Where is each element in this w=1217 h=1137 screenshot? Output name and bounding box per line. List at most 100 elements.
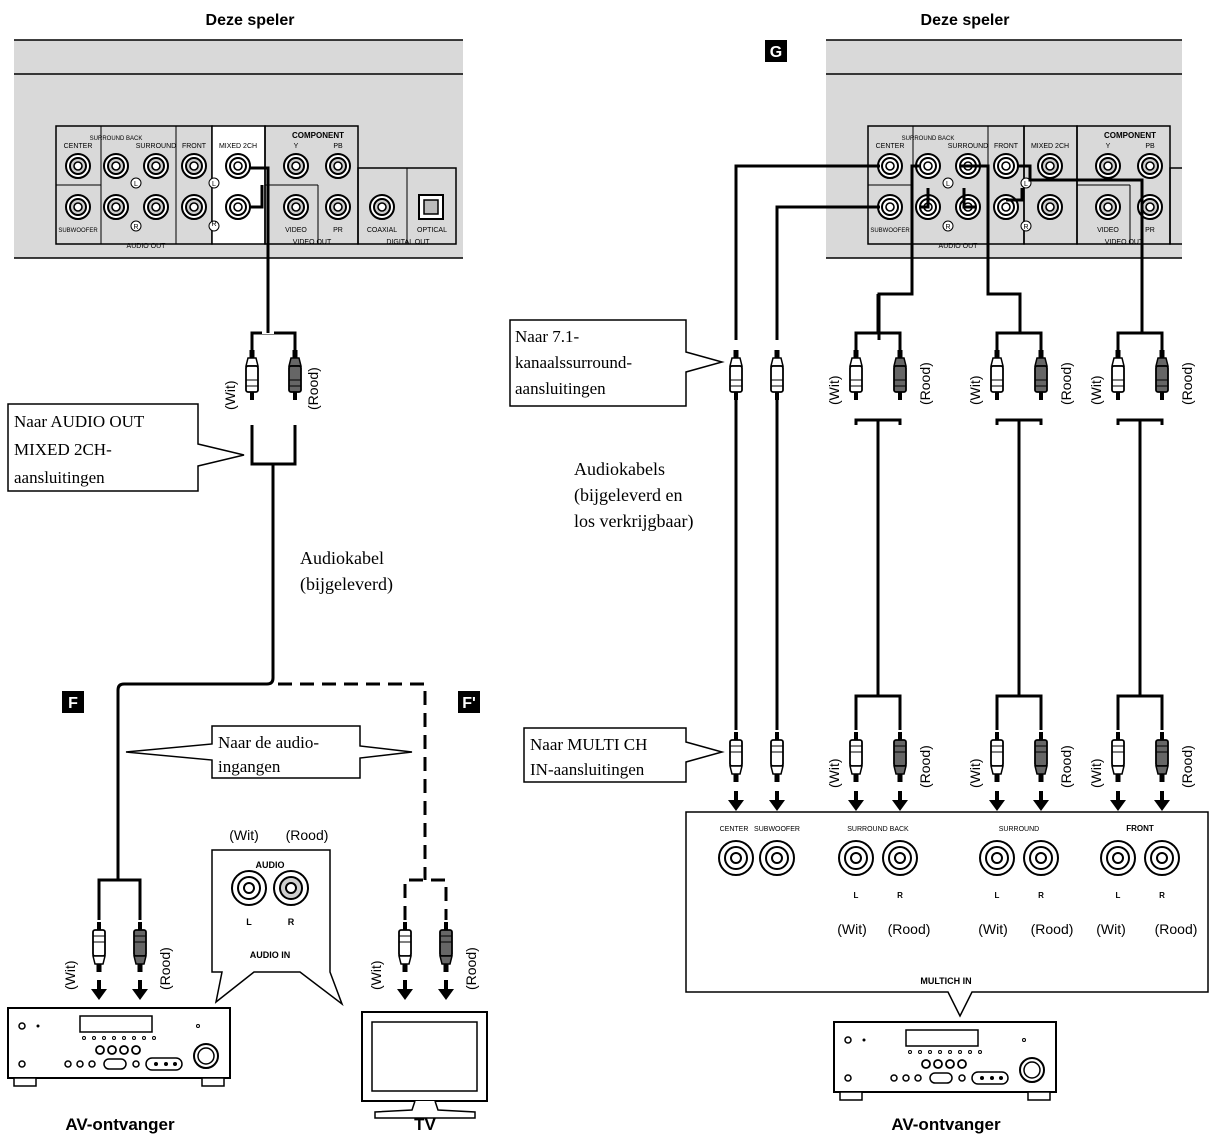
r-arrow-8 — [1154, 791, 1170, 811]
r-label-video: VIDEO — [1097, 227, 1119, 234]
r-label-audio-out: AUDIO OUT — [939, 243, 979, 250]
left-wit-1: (Wit) — [222, 380, 238, 410]
left-wit-2: (Wit) — [62, 960, 78, 990]
label-optical: OPTICAL — [417, 227, 447, 234]
jack-mixed-r — [225, 194, 251, 220]
callout-mixed: Naar AUDIO OUT MIXED 2CH- aansluitingen — [7, 403, 245, 492]
svg-text:Naar 7.1- kanaalssurroun: Naar 7.1- kanaalssurround- aansluitingen — [515, 327, 636, 398]
callout-mixed-3: aansluitingen — [14, 468, 105, 487]
mc-l-1: L — [854, 891, 859, 900]
jack-sb-l — [103, 153, 129, 179]
right-player: CENTER SURROUND BACK SURROUND FRONT MIXE… — [826, 39, 1182, 259]
left-receiver-label: AV-ontvanger — [65, 1115, 175, 1134]
jack-front-r — [181, 194, 207, 220]
callout-multi-2: IN-aansluitingen — [530, 760, 645, 779]
badge-f: F — [62, 691, 84, 713]
r-label-video-out: VIDEO OUT — [1105, 239, 1144, 246]
mark-r-2: R — [211, 221, 216, 228]
r-plug-up-sub — [770, 349, 784, 401]
r-label-front: FRONT — [994, 143, 1019, 150]
inset-audio-in-label: AUDIO IN — [250, 950, 291, 960]
r-plug-dn-surr-w — [990, 731, 1004, 783]
callout-71-3: aansluitingen — [515, 379, 606, 398]
r-jack-sb-l — [915, 153, 941, 179]
label-pr: PR — [333, 227, 343, 234]
mc-title: MULTICH IN — [920, 976, 971, 986]
cable-note-2: (bijgeleverd) — [300, 574, 393, 595]
left-rood-3: (Rood) — [463, 947, 479, 990]
inset-rood: (Rood) — [286, 827, 329, 843]
r-plug-dn-sb-w — [849, 731, 863, 783]
left-rood-2: (Rood) — [157, 947, 173, 990]
r-rood-u2: (Rood) — [1058, 362, 1074, 405]
jack-mixed-l — [225, 153, 251, 179]
tv-icon — [361, 1011, 488, 1119]
arrow-tv-r — [438, 980, 454, 1000]
r-arrow-4 — [892, 791, 908, 811]
plug-tv-w — [398, 921, 412, 973]
r-jack-video — [1095, 194, 1121, 220]
left-title: Deze speler — [206, 12, 295, 29]
r-label-pb: PB — [1145, 143, 1155, 150]
svg-text:Naar AUDIO OUT MIXED 2CH: Naar AUDIO OUT MIXED 2CH- aansluitingen — [14, 412, 148, 487]
r-arrow-6 — [1033, 791, 1049, 811]
left-cable-note: Audiokabel (bijgeleverd) — [300, 548, 393, 595]
label-pb: PB — [333, 143, 343, 150]
r-wit-l2: (Wit) — [967, 758, 983, 788]
right-receiver-label: AV-ontvanger — [891, 1115, 1001, 1134]
callout-71-1: Naar 7.1- — [515, 327, 580, 346]
plug-left-mixed-r — [288, 349, 302, 401]
badge-f-text: F — [68, 695, 78, 712]
inset-wit: (Wit) — [229, 827, 259, 843]
callout-inputs-1: Naar de audio- — [218, 733, 319, 752]
jack-video — [283, 194, 309, 220]
r-rood-l1: (Rood) — [917, 745, 933, 788]
r-plug-dn-center — [729, 731, 743, 783]
jack-y — [283, 153, 309, 179]
mc-label-sb: SURROUND BACK — [847, 826, 909, 833]
inset-audio: AUDIO — [256, 860, 285, 870]
label-surround-back: SURROUND BACK — [90, 136, 143, 142]
label-front: FRONT — [182, 143, 207, 150]
label-coaxial: COAXIAL — [367, 227, 397, 234]
callout-multi-1: Naar MULTI CH — [530, 735, 647, 754]
label-center: CENTER — [64, 143, 93, 150]
mark-l-2: L — [212, 181, 216, 188]
left-rood-1: (Rood) — [305, 367, 321, 410]
mc-wit-3: (Wit) — [1096, 921, 1126, 937]
jack-surr-l — [143, 153, 169, 179]
r-mark-r-1: R — [945, 224, 950, 231]
mc-label-center: CENTER — [720, 826, 749, 833]
r-plug-up-surr-w — [990, 349, 1004, 401]
cables-note-1: Audiokabels — [574, 459, 665, 479]
right-title: Deze speler — [921, 12, 1010, 29]
plug-left-mixed-w — [245, 349, 259, 401]
r-plug-up-sb-w — [849, 349, 863, 401]
r-wit-u3: (Wit) — [1088, 375, 1104, 405]
r-arrow-7 — [1110, 791, 1126, 811]
r-label-surround: SURROUND — [948, 143, 988, 150]
mc-r-3: R — [1159, 891, 1165, 900]
left-wit-3: (Wit) — [368, 960, 384, 990]
mark-r-1: R — [133, 224, 138, 231]
label-mixed: MIXED 2CH — [219, 143, 257, 150]
left-av-receiver — [7, 1007, 231, 1087]
r-rood-l3: (Rood) — [1179, 745, 1195, 788]
mc-wit-2: (Wit) — [978, 921, 1008, 937]
r-rood-u1: (Rood) — [917, 362, 933, 405]
r-label-pr: PR — [1145, 227, 1155, 234]
left-player: CENTER SURROUND BACK SURROUND FRONT MIXE… — [14, 39, 463, 259]
r-rood-l2: (Rood) — [1058, 745, 1074, 788]
callout-71-2: kanaalssurround- — [515, 353, 632, 372]
inset-r: R — [288, 917, 295, 927]
tv-label: TV — [414, 1115, 436, 1134]
r-plug-up-center — [729, 349, 743, 401]
r-label-subwoofer: SUBWOOFER — [870, 228, 910, 234]
r-plug-dn-sb-r — [893, 731, 907, 783]
inset-l: L — [246, 917, 252, 927]
label-y: Y — [294, 143, 299, 150]
r-wit-l3: (Wit) — [1088, 758, 1104, 788]
r-label-y: Y — [1106, 143, 1111, 150]
plug-tv-r — [439, 921, 453, 973]
r-plug-up-surr-r — [1034, 349, 1048, 401]
